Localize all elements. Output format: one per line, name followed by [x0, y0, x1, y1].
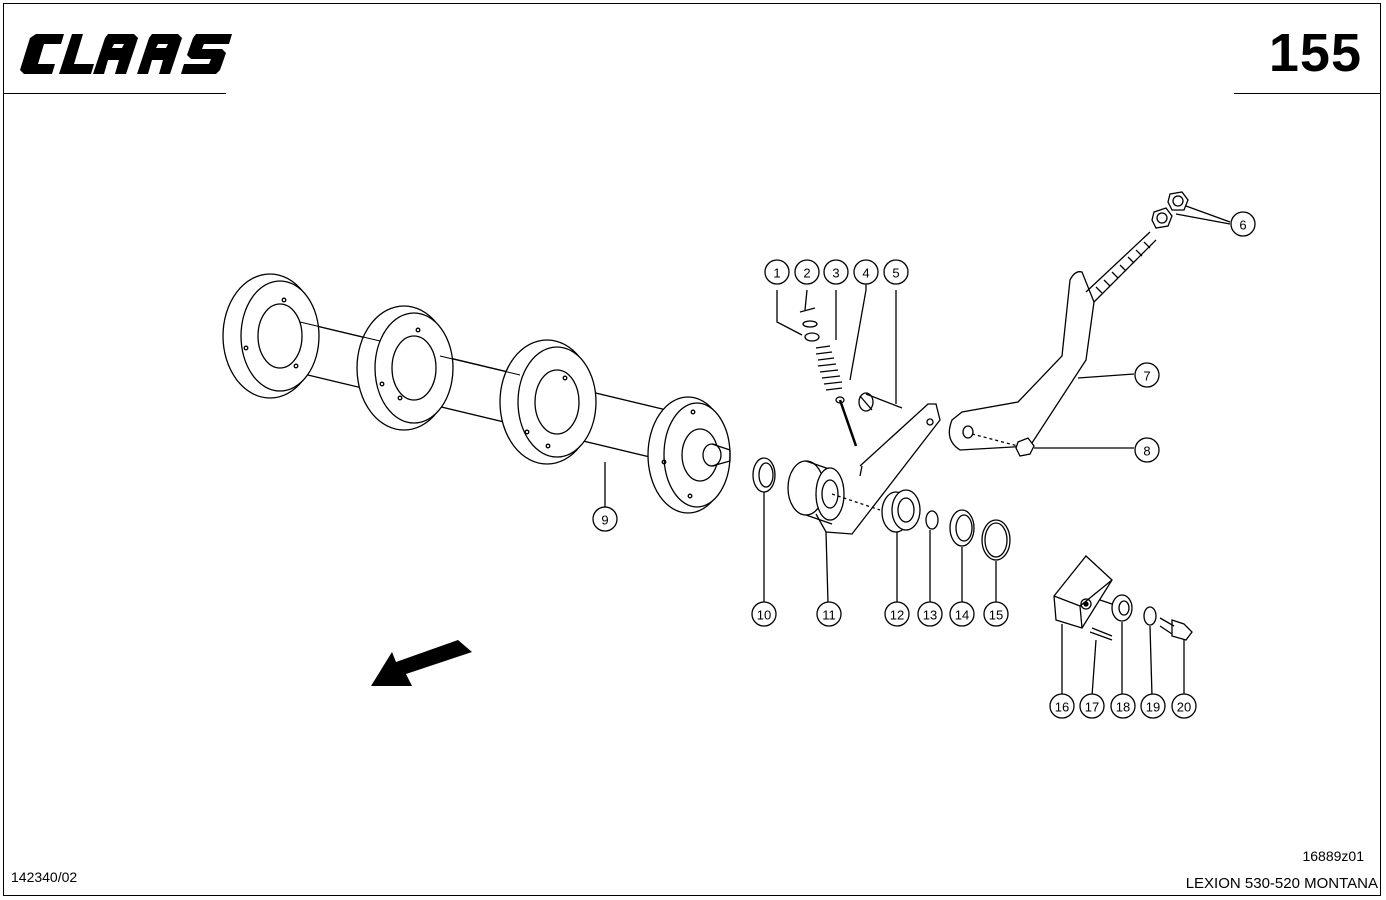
callout-15	[983, 601, 1009, 627]
callout-label-8: 8	[1143, 444, 1150, 459]
drawing-number: 16889z01	[1302, 848, 1364, 864]
callout-3	[823, 259, 849, 285]
header-rule-left	[3, 93, 226, 94]
callout-12	[884, 601, 910, 627]
callout-14	[949, 601, 975, 627]
callout-19	[1140, 693, 1166, 719]
callout-8	[1134, 437, 1160, 463]
callout-18	[1110, 693, 1136, 719]
callout-label-16: 16	[1055, 700, 1069, 715]
callout-label-6: 6	[1239, 218, 1246, 233]
callout-label-9: 9	[601, 513, 608, 528]
callout-16	[1049, 693, 1075, 719]
callout-label-4: 4	[862, 266, 869, 281]
model-name: LEXION 530-520 MONTANA	[1185, 875, 1378, 892]
callout-17	[1079, 693, 1105, 719]
callout-label-14: 14	[955, 608, 969, 623]
callout-9	[592, 506, 618, 532]
page-border	[3, 3, 1381, 896]
direction-arrow-icon	[371, 640, 472, 686]
callout-label-5: 5	[892, 266, 899, 281]
bearing-housing	[787, 403, 941, 604]
callout-label-17: 17	[1085, 700, 1099, 715]
callout-13	[917, 601, 943, 627]
callout-1	[764, 259, 790, 285]
shaft-assembly	[222, 273, 731, 514]
page-number: 155	[1268, 23, 1362, 83]
callout-label-15: 15	[989, 608, 1003, 623]
callout-6	[1230, 211, 1256, 237]
callout-label-12: 12	[890, 608, 904, 623]
callout-label-2: 2	[803, 266, 810, 281]
callout-label-19: 19	[1146, 700, 1160, 715]
claas-logo	[20, 34, 232, 74]
part-number: 142340/02	[11, 869, 78, 885]
callout-label-3: 3	[832, 266, 839, 281]
callout-5	[883, 259, 909, 285]
callout-7	[1134, 362, 1160, 388]
callout-label-1: 1	[773, 266, 780, 281]
callout-20	[1171, 693, 1197, 719]
callout-label-18: 18	[1116, 700, 1130, 715]
mounting-block	[1053, 555, 1193, 697]
header-rule-right	[1234, 93, 1381, 94]
callout-4	[853, 259, 879, 285]
callout-label-7: 7	[1143, 369, 1150, 384]
callout-label-13: 13	[923, 608, 937, 623]
callout-label-10: 10	[757, 608, 771, 623]
callout-label-11: 11	[822, 608, 836, 623]
callout-2	[794, 259, 820, 285]
callout-10	[751, 601, 777, 627]
tension-arm	[948, 231, 1157, 451]
callout-11	[816, 601, 842, 627]
callout-label-20: 20	[1177, 700, 1191, 715]
